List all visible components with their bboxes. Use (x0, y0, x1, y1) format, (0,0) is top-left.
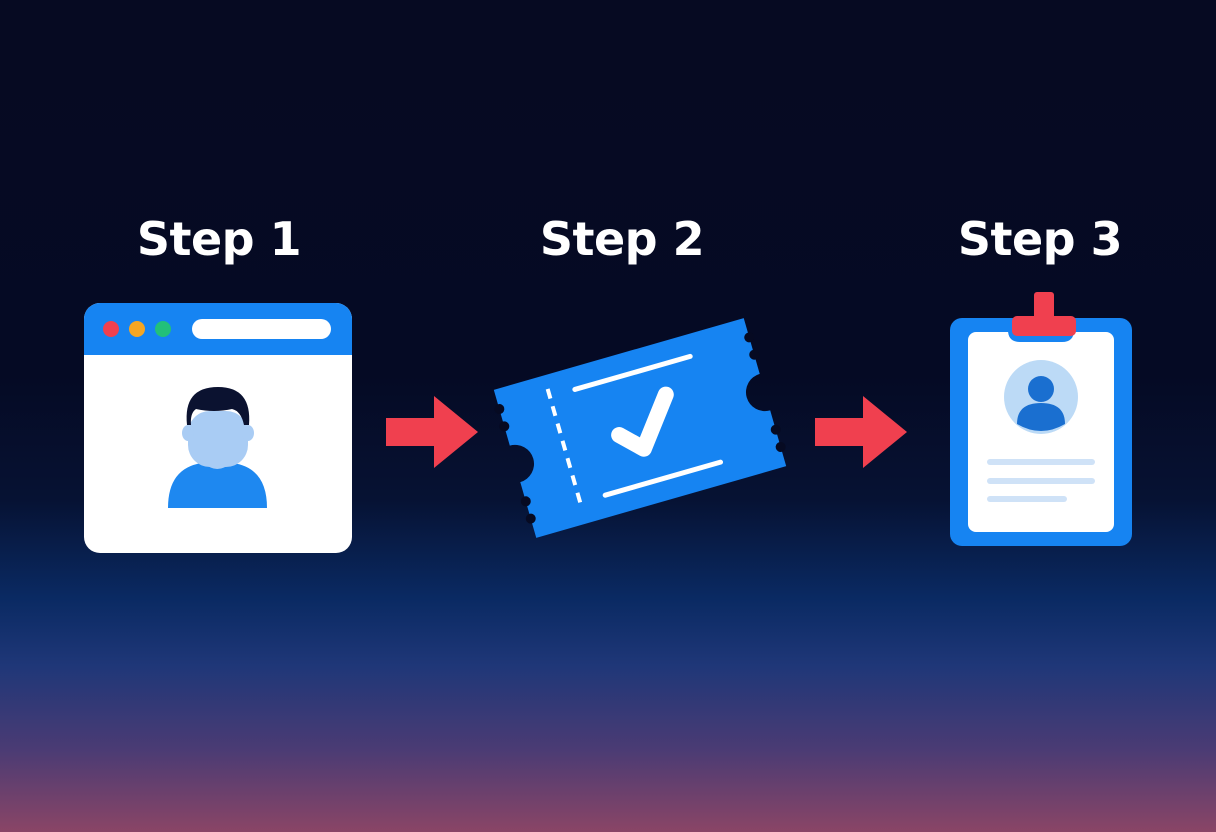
step-1-title: Step 1 (136, 212, 302, 266)
checkmark-icon (611, 386, 674, 457)
browser-profile-icon (84, 303, 352, 553)
verified-ticket-icon (493, 318, 787, 538)
user-avatar-icon (168, 387, 267, 508)
window-minimize-dot (129, 321, 145, 337)
perforation-line (545, 388, 585, 511)
clip-icon (1034, 292, 1054, 322)
id-badge-icon (950, 292, 1132, 546)
step-2-title: Step 2 (539, 212, 705, 266)
window-close-dot (103, 321, 119, 337)
arrow-right-icon (815, 396, 907, 468)
arrow-right-icon (386, 396, 478, 468)
address-bar (192, 319, 331, 339)
step-3-title: Step 3 (957, 212, 1123, 266)
window-maximize-dot (155, 321, 171, 337)
